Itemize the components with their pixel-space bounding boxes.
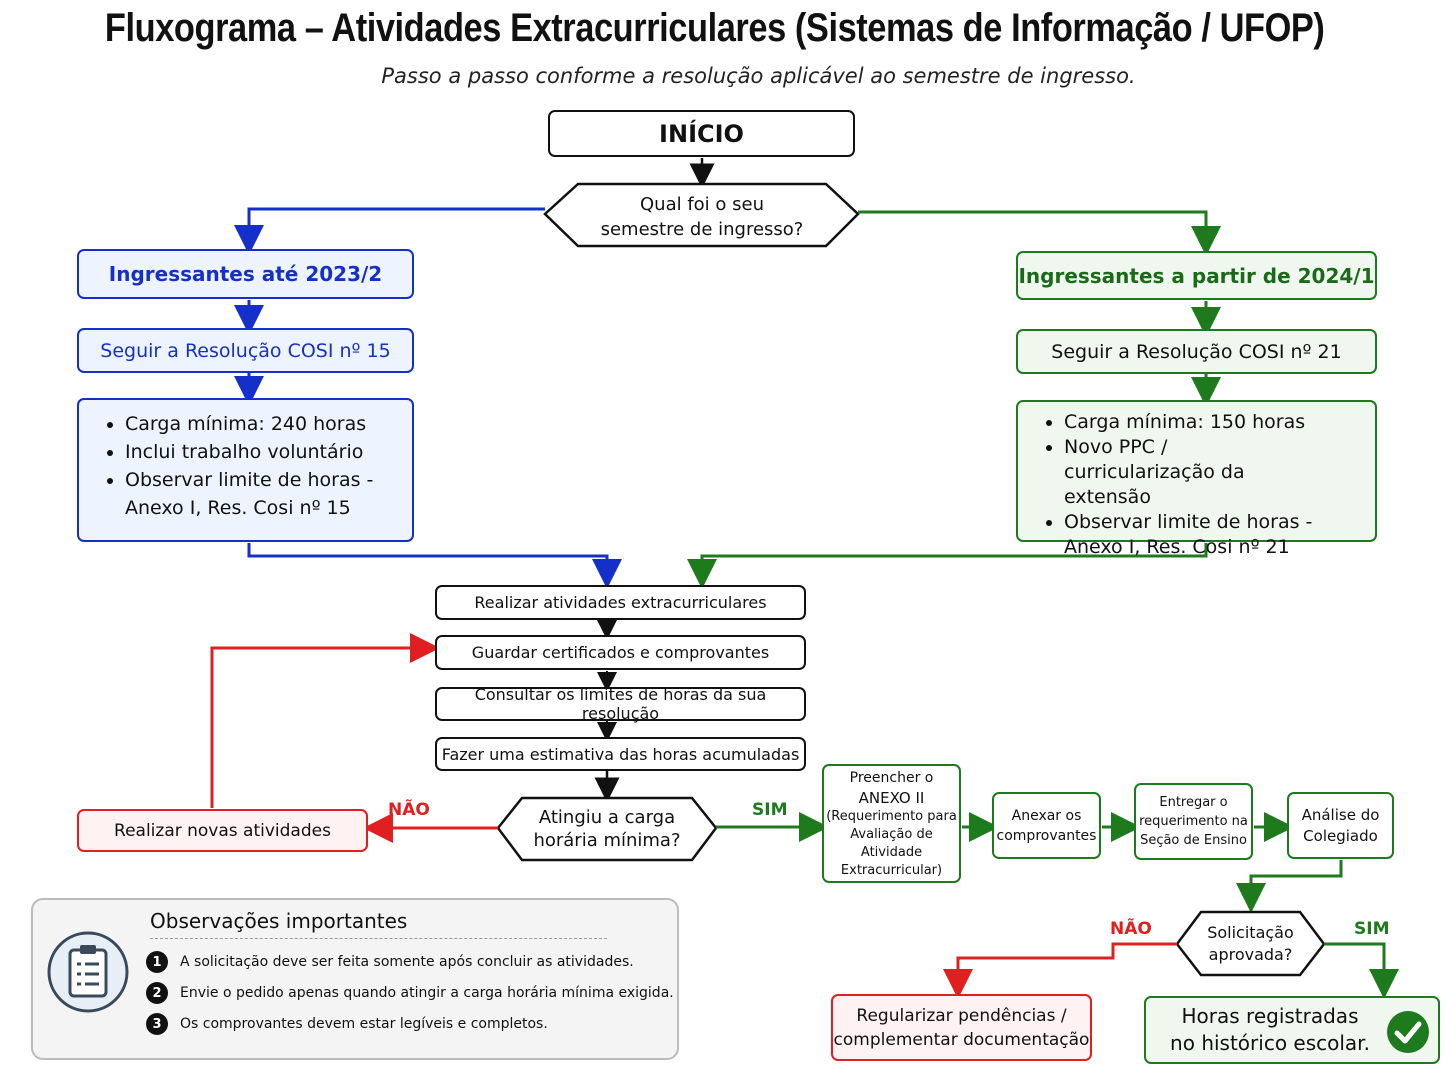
right-bullet-2: Novo PPC / curricularização da extensão (1064, 435, 1314, 510)
note-text-1: A solicitação deve ser feita somente apó… (180, 954, 634, 970)
decision-hours-line1: Atingiu a carga (538, 807, 676, 828)
left-branch-header: Ingressantes até 2023/2 (77, 249, 414, 299)
page-title: Fluxograma – Atividades Extracurriculare… (104, 6, 1325, 50)
new-activities-node: Realizar novas atividades (77, 809, 368, 852)
right-bullet-3: Observar limite de horas - Anexo I, Res.… (1064, 510, 1314, 560)
regularize-node: Regularizar pendências / complementar do… (831, 994, 1092, 1061)
process-anexar: Anexar os comprovantes (992, 792, 1101, 859)
registered-node: Horas registradas no histórico escolar. (1144, 996, 1440, 1064)
process-anexar-line2: comprovantes (996, 827, 1097, 844)
step-guardar: Guardar certificados e comprovantes (435, 635, 806, 670)
process-anexo-line2: ANEXO II (858, 788, 925, 807)
label-no-hours: NÃO (388, 800, 430, 820)
notes-panel: Observações importantes 1 A solicitação … (31, 898, 679, 1060)
process-anexo-line3: (Requerimento para (826, 808, 957, 824)
right-bullet-1: Carga mínima: 150 horas (1064, 410, 1375, 435)
process-entregar: Entregar o requerimento na Seção de Ensi… (1134, 783, 1253, 860)
label-no-approved: NÃO (1110, 919, 1152, 939)
step-consultar: Consultar os limites de horas da sua res… (435, 685, 806, 723)
step-estimativa: Fazer uma estimativa das horas acumulada… (435, 737, 806, 771)
process-colegiado-line2: Colegiado (1303, 826, 1378, 845)
label-yes-approved: SIM (1354, 919, 1390, 939)
left-requirements: Carga mínima: 240 horas Inclui trabalho … (77, 398, 414, 542)
arrow-yes-registered (1324, 942, 1399, 999)
decision-approved: Solicitação aprovada? (1201, 922, 1300, 966)
left-bullet-1: Carga mínima: 240 horas (125, 410, 412, 438)
note-item-1: 1 A solicitação deve ser feita somente a… (146, 951, 634, 973)
page-subtitle: Passo a passo conforme a resolução aplic… (381, 64, 1136, 88)
note-number-1: 1 (146, 951, 168, 973)
decision-hours-line2: horária mínima? (533, 830, 681, 851)
arrow-loop-back (210, 633, 440, 808)
start-node: INÍCIO (548, 110, 855, 157)
decision-semester-line2: semestre de ingresso? (600, 219, 804, 240)
note-item-2: 2 Envie o pedido apenas quando atingir a… (146, 982, 674, 1004)
arrow-left-merge (247, 543, 622, 589)
note-number-2: 2 (146, 982, 168, 1004)
right-resolution: Seguir a Resolução COSI nº 21 (1016, 329, 1377, 374)
process-entregar-line1: Entregar o (1159, 795, 1228, 810)
process-anexo-line5: Extracurricular) (840, 862, 943, 878)
process-anexo-line1: Preencher o (849, 769, 934, 786)
step-realizar: Realizar atividades extracurriculares (435, 585, 806, 620)
arrow-no-regularize (943, 942, 1177, 999)
label-yes-hours: SIM (752, 800, 788, 820)
note-text-2: Envie o pedido apenas quando atingir a c… (180, 985, 674, 1001)
process-anexar-line1: Anexar os (1011, 807, 1082, 824)
process-anexo: Preencher o ANEXO II (Requerimento para … (822, 764, 961, 883)
clipboard-icon (47, 931, 129, 1013)
decision-approved-line2: aprovada? (1208, 945, 1293, 964)
checkmark-icon (1387, 1011, 1429, 1053)
arrow-to-right-branch (858, 210, 1221, 256)
decision-hours: Atingiu a carga horária mínima? (522, 806, 692, 852)
arrow-right-merge (687, 543, 1208, 589)
process-entregar-line2: requerimento na (1139, 814, 1248, 829)
note-number-3: 3 (146, 1013, 168, 1035)
notes-divider (150, 938, 607, 939)
regularize-line1: Regularizar pendências / (856, 1005, 1067, 1026)
process-anexo-line4: Avaliação de Atividade (850, 826, 933, 860)
decision-semester-line1: Qual foi o seu (640, 194, 764, 215)
left-resolution: Seguir a Resolução COSI nº 15 (77, 328, 414, 373)
decision-approved-line1: Solicitação (1207, 923, 1294, 942)
registered-line2: no histórico escolar. (1170, 1031, 1370, 1055)
left-bullet-2: Inclui trabalho voluntário (125, 438, 412, 466)
process-colegiado-line1: Análise do (1301, 805, 1380, 824)
arrow-to-left-branch (234, 207, 545, 255)
process-entregar-line3: Seção de Ensino (1140, 833, 1247, 848)
note-item-3: 3 Os comprovantes devem estar legíveis e… (146, 1013, 548, 1035)
decision-semester-shape (543, 182, 860, 248)
decision-semester: Qual foi o seu semestre de ingresso? (578, 192, 826, 242)
regularize-line2: complementar documentação (833, 1029, 1090, 1050)
left-bullet-3: Observar limite de horas - Anexo I, Res.… (125, 466, 412, 522)
process-colegiado: Análise do Colegiado (1287, 792, 1394, 859)
note-text-3: Os comprovantes devem estar legíveis e c… (180, 1016, 548, 1032)
notes-title: Observações importantes (150, 909, 408, 933)
registered-line1: Horas registradas (1181, 1004, 1359, 1028)
right-requirements: Carga mínima: 150 horas Novo PPC / curri… (1016, 400, 1377, 558)
right-branch-header: Ingressantes a partir de 2024/1 (1016, 251, 1377, 300)
